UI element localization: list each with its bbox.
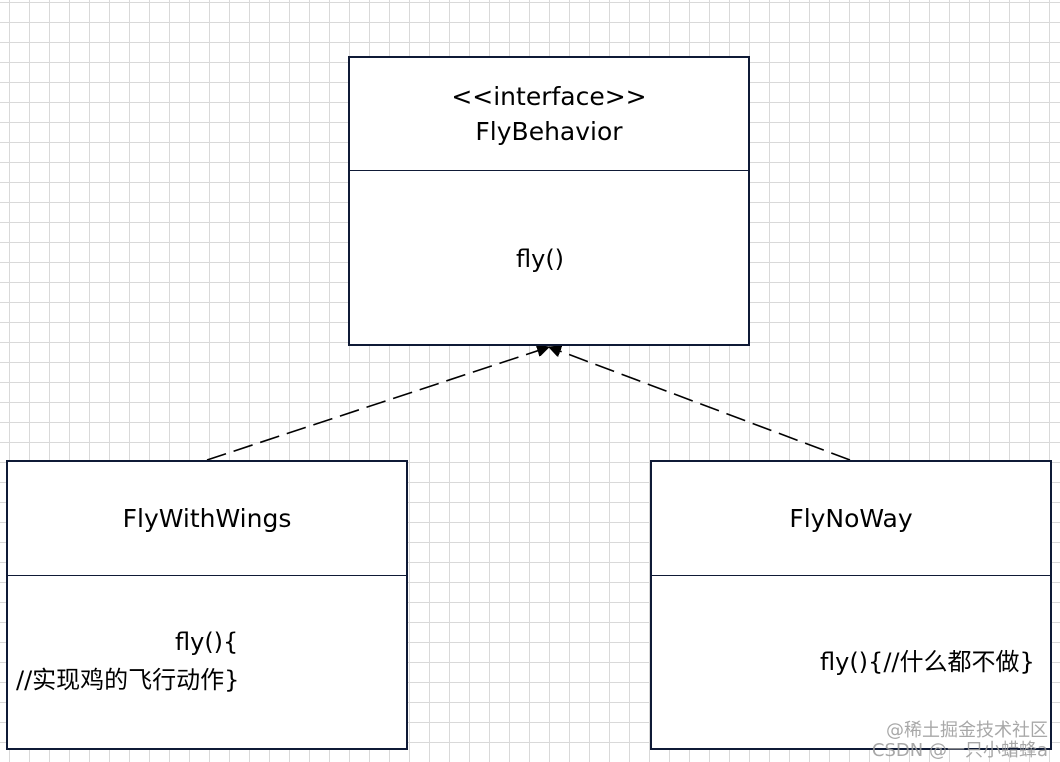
interface-stereotype: <<interface>> [451,82,647,111]
flynoway-realization-arrow [549,347,851,461]
flywithwings-header: FlyWithWings [8,462,406,576]
flywithwings-name: FlyWithWings [122,504,292,533]
watermark-juejin: @稀土掘金技术社区 [886,720,1048,741]
watermark-csdn: CSDN @一只小蜡蜂a [871,740,1048,761]
flybehavior-header: <<interface>> FlyBehavior [350,58,748,171]
flynoway-name: FlyNoWay [789,504,913,533]
flybehavior-interface-class[interactable]: <<interface>> FlyBehavior fly() [348,56,750,346]
flynoway-class[interactable]: FlyNoWay fly(){//什么都不做} [650,460,1052,750]
flywithwings-method-line1: fly(){ [175,628,239,656]
flynoway-method: fly(){//什么都不做} [820,648,1035,676]
flywithwings-method-line2: //实现鸡的飞行动作} [16,666,240,694]
flywithwings-methods: fly(){ //实现鸡的飞行动作} [8,576,406,748]
flybehavior-methods: fly() [350,171,748,344]
interface-method: fly() [516,245,565,273]
interface-name: FlyBehavior [475,117,623,146]
flywithwings-realization-arrow [206,347,549,461]
flynoway-header: FlyNoWay [652,462,1050,576]
flywithwings-class[interactable]: FlyWithWings fly(){ //实现鸡的飞行动作} [6,460,408,750]
flynoway-methods: fly(){//什么都不做} [652,576,1050,748]
